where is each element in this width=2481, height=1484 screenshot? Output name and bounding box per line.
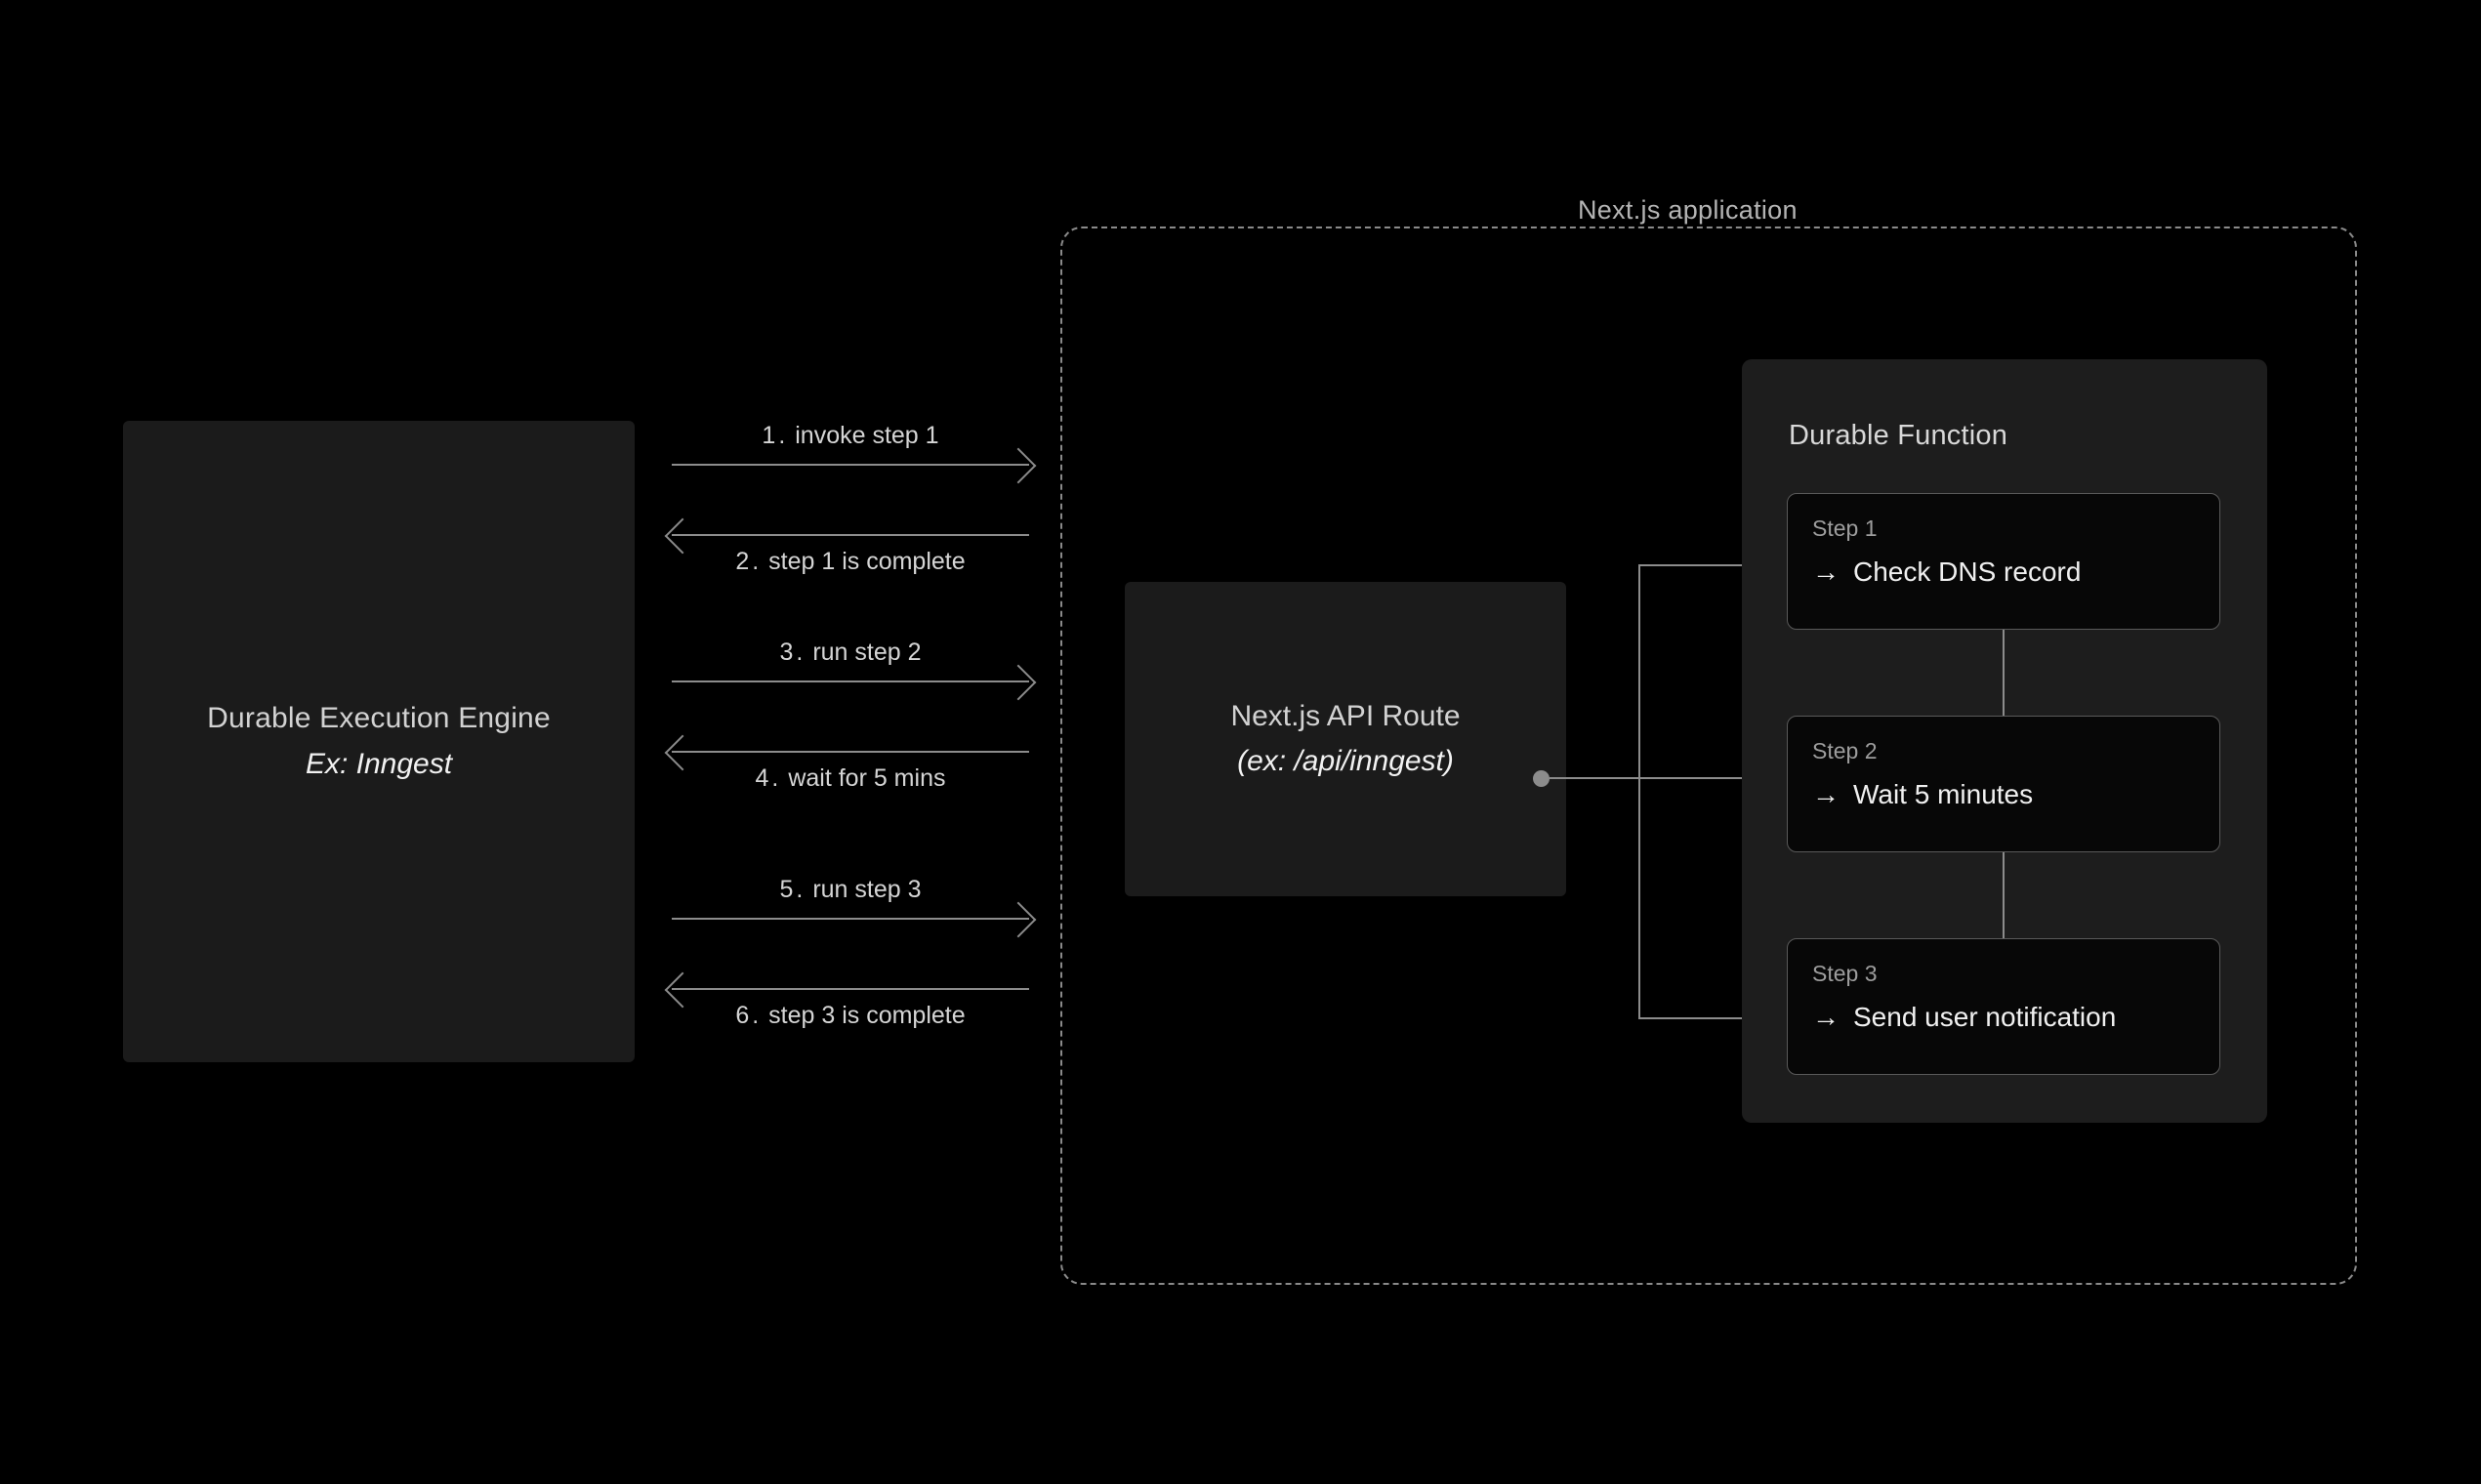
connector-stub-horizontal xyxy=(1550,777,1639,779)
sequence-arrow-3-number: 3. xyxy=(779,639,806,666)
step-card-1[interactable]: Step 1 → Check DNS record xyxy=(1787,493,2220,630)
step-card-1-text: → Check DNS record xyxy=(1812,556,2081,588)
api-route-title: Next.js API Route xyxy=(1230,699,1461,732)
connector-branch-step-2 xyxy=(1638,777,1787,779)
arrow-line xyxy=(672,988,1029,990)
step-card-3-text: → Send user notification xyxy=(1812,1002,2116,1033)
connector-trunk-vertical xyxy=(1638,564,1640,1019)
api-route-subtitle: (ex: /api/inngest) xyxy=(1237,745,1454,777)
sequence-arrow-5-text: run step 3 xyxy=(812,876,922,903)
arrow-right-icon: → xyxy=(1812,1002,1840,1032)
nextjs-application-frame xyxy=(1060,227,2357,1285)
arrow-head-right-icon xyxy=(1000,664,1037,701)
durable-function-title: Durable Function xyxy=(1789,420,2008,451)
nextjs-api-route-box: Next.js API Route (ex: /api/inngest) xyxy=(1125,582,1566,896)
connector-branch-step-1 xyxy=(1638,564,1787,566)
sequence-arrow-6-text: step 3 is complete xyxy=(768,1002,966,1029)
arrow-line xyxy=(672,918,1029,920)
nextjs-application-title: Next.js application xyxy=(1556,195,1819,226)
arrow-line xyxy=(672,464,1029,466)
durable-execution-engine-box: Durable Execution Engine Ex: Inngest xyxy=(123,421,635,1062)
sequence-arrow-1-label: 1. invoke step 1 xyxy=(672,422,1029,450)
engine-title: Durable Execution Engine xyxy=(207,702,551,734)
sequence-arrow-4-label: 4. wait for 5 mins xyxy=(672,764,1029,793)
step-card-3-action: Send user notification xyxy=(1853,1002,2117,1032)
sequence-arrow-4-number: 4. xyxy=(755,764,782,792)
arrow-line xyxy=(672,534,1029,536)
sequence-arrow-1-number: 1. xyxy=(762,422,789,449)
sequence-arrow-4-text: wait for 5 mins xyxy=(788,764,946,792)
step-link-2-to-3 xyxy=(1988,852,2017,957)
sequence-arrow-6-label: 6. step 3 is complete xyxy=(672,1002,1029,1030)
step-card-2[interactable]: Step 2 → Wait 5 minutes xyxy=(1787,716,2220,852)
step-card-2-label: Step 2 xyxy=(1812,738,1878,763)
sequence-arrow-2-label: 2. step 1 is complete xyxy=(672,548,1029,576)
step-card-3[interactable]: Step 3 → Send user notification xyxy=(1787,938,2220,1075)
arrow-line xyxy=(672,751,1029,753)
sequence-arrow-2-number: 2. xyxy=(735,548,763,575)
step-card-3-label: Step 3 xyxy=(1812,961,1878,986)
step-card-1-label: Step 1 xyxy=(1812,515,1878,541)
arrow-head-right-icon xyxy=(1000,447,1037,484)
arrow-right-icon: → xyxy=(1812,779,1840,809)
connector-dot xyxy=(1533,770,1550,787)
sequence-arrow-5-number: 5. xyxy=(779,876,806,903)
engine-subtitle: Ex: Inngest xyxy=(305,747,453,780)
sequence-arrow-1-text: invoke step 1 xyxy=(795,422,939,449)
arrow-right-icon: → xyxy=(1812,556,1840,587)
step-link-1-to-2 xyxy=(1988,630,2017,734)
arrow-line xyxy=(672,680,1029,682)
step-card-2-text: → Wait 5 minutes xyxy=(1812,779,2033,810)
sequence-arrow-3-text: run step 2 xyxy=(812,639,922,666)
step-card-1-action: Check DNS record xyxy=(1853,556,2082,587)
sequence-arrow-5-label: 5. run step 3 xyxy=(672,876,1029,904)
sequence-arrow-2-text: step 1 is complete xyxy=(768,548,966,575)
sequence-arrow-6-number: 6. xyxy=(735,1002,763,1029)
connector-branch-step-3 xyxy=(1638,1017,1787,1019)
arrow-head-right-icon xyxy=(1000,901,1037,938)
sequence-arrow-3-label: 3. run step 2 xyxy=(672,639,1029,667)
step-card-2-action: Wait 5 minutes xyxy=(1853,779,2034,809)
